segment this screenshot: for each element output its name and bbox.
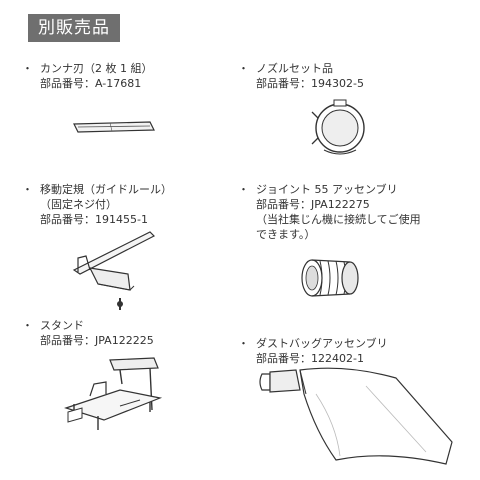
item-name: カンナ刃（2 枚 1 組） bbox=[40, 62, 153, 75]
joint-illustration bbox=[298, 254, 364, 302]
section-header: 別販売品 bbox=[28, 14, 120, 42]
bullet: ・ bbox=[22, 62, 33, 75]
dust-bag-illustration bbox=[256, 364, 460, 468]
item-name: 移動定規（ガイドルール） bbox=[40, 183, 172, 196]
item-name: スタンド bbox=[40, 319, 84, 332]
item-joint-assembly: ・ジョイント 55 アッセンブリ 部品番号：JPA122275 （当社集じん機に… bbox=[238, 182, 421, 242]
item-part-number: 部品番号：191455-1 bbox=[40, 213, 148, 226]
bullet: ・ bbox=[238, 62, 249, 75]
stand-illustration bbox=[60, 354, 170, 436]
item-part-number: 部品番号：194302-5 bbox=[256, 77, 364, 90]
item-dust-bag: ・ダストバッグアッセンブリ 部品番号：122402-1 bbox=[238, 336, 388, 366]
bullet: ・ bbox=[22, 183, 33, 196]
guide-rule-illustration bbox=[68, 228, 158, 312]
item-part-number: 部品番号：JPA122225 bbox=[40, 334, 154, 347]
item-part-number: 部品番号：JPA122275 bbox=[256, 198, 370, 211]
nozzle-illustration bbox=[310, 98, 370, 160]
item-guide-rule: ・移動定規（ガイドルール） （固定ネジ付） 部品番号：191455-1 bbox=[22, 182, 172, 227]
item-stand: ・スタンド 部品番号：JPA122225 bbox=[22, 318, 154, 348]
item-note: できます。） bbox=[256, 228, 316, 241]
item-name: ジョイント 55 アッセンブリ bbox=[256, 183, 398, 196]
item-name: ノズルセット品 bbox=[256, 62, 333, 75]
item-name: ダストバッグアッセンブリ bbox=[256, 337, 388, 350]
item-part-number: 部品番号：A-17681 bbox=[40, 77, 142, 90]
item-part-number: 部品番号：122402-1 bbox=[256, 352, 364, 365]
bullet: ・ bbox=[238, 337, 249, 350]
bullet: ・ bbox=[22, 319, 33, 332]
item-note: （当社集じん機に接続してご使用 bbox=[256, 213, 421, 226]
blade-illustration bbox=[70, 118, 160, 138]
item-blade-set: ・カンナ刃（2 枚 1 組） 部品番号：A-17681 bbox=[22, 61, 153, 91]
item-nozzle-set: ・ノズルセット品 部品番号：194302-5 bbox=[238, 61, 364, 91]
item-subtext: （固定ネジ付） bbox=[40, 198, 117, 211]
bullet: ・ bbox=[238, 183, 249, 196]
